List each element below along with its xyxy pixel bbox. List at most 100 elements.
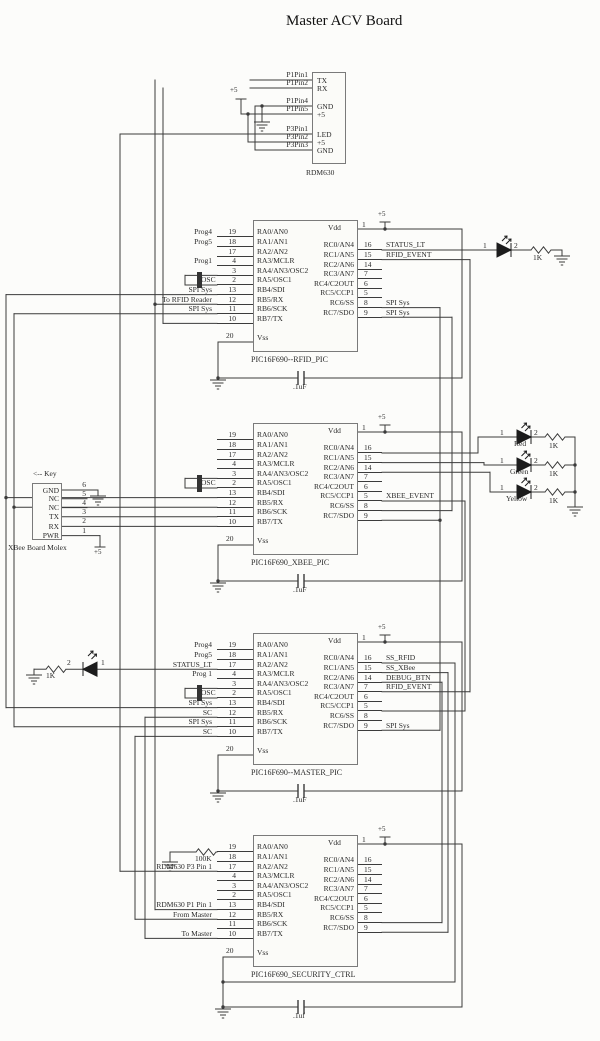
ic-right-pin-row: 7 <box>358 472 490 482</box>
ic-right-pin-row: 8 <box>358 501 490 511</box>
pin-number: 19 <box>228 842 237 852</box>
pin-label: +5 <box>317 110 325 119</box>
pin-name: RA4/AN3/OSC2 <box>257 678 309 688</box>
ground-icon <box>210 582 226 593</box>
ic-right-pin-row: 6 <box>358 279 490 289</box>
pin-number: 10 <box>228 726 237 736</box>
xbee-connector: <-- Key GND 6 NC 5 NC 4 TX 3 RX 2 PWR 1 … <box>8 466 268 560</box>
pin-name: RA5/OSC1 <box>257 478 292 488</box>
pin-name: RB7/TX <box>257 313 283 323</box>
oscillator-label: OSC <box>201 688 216 697</box>
net-label: Prog4 <box>194 227 212 237</box>
pin-number: 8 <box>364 501 368 511</box>
vdd-label: Vdd <box>328 838 341 847</box>
pin-name: RA0/AN0 <box>257 640 288 650</box>
pin-name: RA0/AN0 <box>257 227 288 237</box>
pin-name: RB7/TX <box>257 726 283 736</box>
pin-number: 4 <box>232 871 236 881</box>
ic-left-pin-row: 3 <box>60 679 253 689</box>
ic-left-pin-row: Prog4 19 <box>60 640 253 651</box>
pin-number: 18 <box>228 650 237 660</box>
pin-number: 11 <box>228 919 236 929</box>
vdd-pin-number: 1 <box>362 633 366 642</box>
pin-number: 17 <box>228 659 237 669</box>
pin-number: 15 <box>364 663 372 673</box>
net-label: Prog5 <box>194 237 212 247</box>
ic-left-pin-row: 3 <box>60 881 253 891</box>
pin-number: 18 <box>228 440 237 450</box>
resistor-icon <box>544 460 566 470</box>
ic-right-pin-row: 16 <box>358 855 490 866</box>
led-pin1-label: 1 <box>500 483 504 492</box>
pin-number: 11 <box>228 717 236 727</box>
ic-right-pin-row: 9 <box>358 511 490 521</box>
pin-name: RA3/MCLR <box>257 669 295 679</box>
vdd-label: Vdd <box>328 223 341 232</box>
pin-name: RC1/AN5 <box>323 249 354 259</box>
net-label: SPI Sys <box>188 717 212 727</box>
pin-number: 2 <box>82 516 86 526</box>
net-label: Prog4 <box>194 640 212 650</box>
vss-label: Vss <box>257 746 269 755</box>
pin-name: RC4/C2OUT <box>313 691 354 701</box>
capacitor-value-label: .1uf <box>293 1011 305 1020</box>
vdd-label: Vdd <box>328 636 341 645</box>
ic-left-pin-rows: 19 18 RDM630 P3 Pin 1 17 4 3 2 R <box>60 842 253 939</box>
pin-number: 19 <box>228 430 237 440</box>
net-label: RDM630 P3 Pin 1 <box>156 861 212 871</box>
ic-right-pin-row: 6 <box>358 692 490 702</box>
pin-number: 10 <box>228 516 237 526</box>
pin-number: 3 <box>82 506 86 516</box>
ic-right-pin-row: 14 <box>358 875 490 885</box>
led-pin2-label: 2 <box>534 428 538 437</box>
pin-name: RA1/AN1 <box>257 439 288 449</box>
vdd-pin-number: 1 <box>362 835 366 844</box>
ic-reference-name: PIC16F690_XBEE_PIC <box>251 558 330 567</box>
pin-number: 14 <box>364 672 372 682</box>
ic-right-pin-row: 16 SS_RFID <box>358 653 490 664</box>
ic-reference-name: PIC16F690--RFID_PIC <box>251 355 328 364</box>
pin-number: 1 <box>82 525 86 535</box>
ic-left-pin-row: 19 <box>60 430 253 441</box>
capacitor-icon <box>297 1000 305 1014</box>
pin-number: 15 <box>364 453 372 463</box>
ic-left-pin-row: 2 <box>60 688 253 699</box>
ic-reference-name: PIC16F690--MASTER_PIC <box>251 768 343 777</box>
ic-left-pin-row: 12 <box>60 498 253 508</box>
led-pin1-label: 1 <box>500 428 504 437</box>
pin-name: RC2/AN6 <box>323 874 354 884</box>
plus5-supply-label: +5 <box>378 825 386 833</box>
pin-number: 17 <box>228 246 237 256</box>
ic-right-pin-row: 15 <box>358 865 490 875</box>
pin-name: RB5/RX <box>257 707 284 717</box>
pin-name: RC4/C2OUT <box>313 893 354 903</box>
pin-name: RB6/SCK <box>257 919 288 929</box>
resistor-icon <box>530 245 552 255</box>
pin-number: 5 <box>364 903 368 913</box>
ic-left-pin-row: SC 10 <box>60 727 253 737</box>
resistor-icon <box>195 847 217 857</box>
net-label: Prog 1 <box>192 669 212 679</box>
pin-name: RC5/CCP1 <box>320 491 354 501</box>
net-label: SPI Sys <box>386 298 410 308</box>
pin-number: 4 <box>82 497 86 507</box>
pin-name: RC2/AN6 <box>323 259 354 269</box>
pin-label: TX <box>317 76 327 85</box>
pin-name: RA4/AN3/OSC2 <box>257 265 309 275</box>
ground-icon <box>210 792 226 803</box>
ground-icon <box>554 255 570 266</box>
pin-number: 14 <box>364 874 372 884</box>
ic-left-pin-row: SPI Sys 13 <box>60 285 253 295</box>
pin-name: RA3/MCLR <box>257 871 295 881</box>
ic-right-pin-row: 5 <box>358 288 490 299</box>
ic-right-pin-row: 14 DEBUG_BTN <box>358 673 490 683</box>
pin-name: RC7/SDO <box>323 922 354 932</box>
pin-number: 2 <box>232 478 236 488</box>
pin-name: RC0/AN4 <box>323 653 354 663</box>
net-label: SPI Sys <box>386 720 410 730</box>
ic-left-pin-row: 4 <box>60 871 253 881</box>
